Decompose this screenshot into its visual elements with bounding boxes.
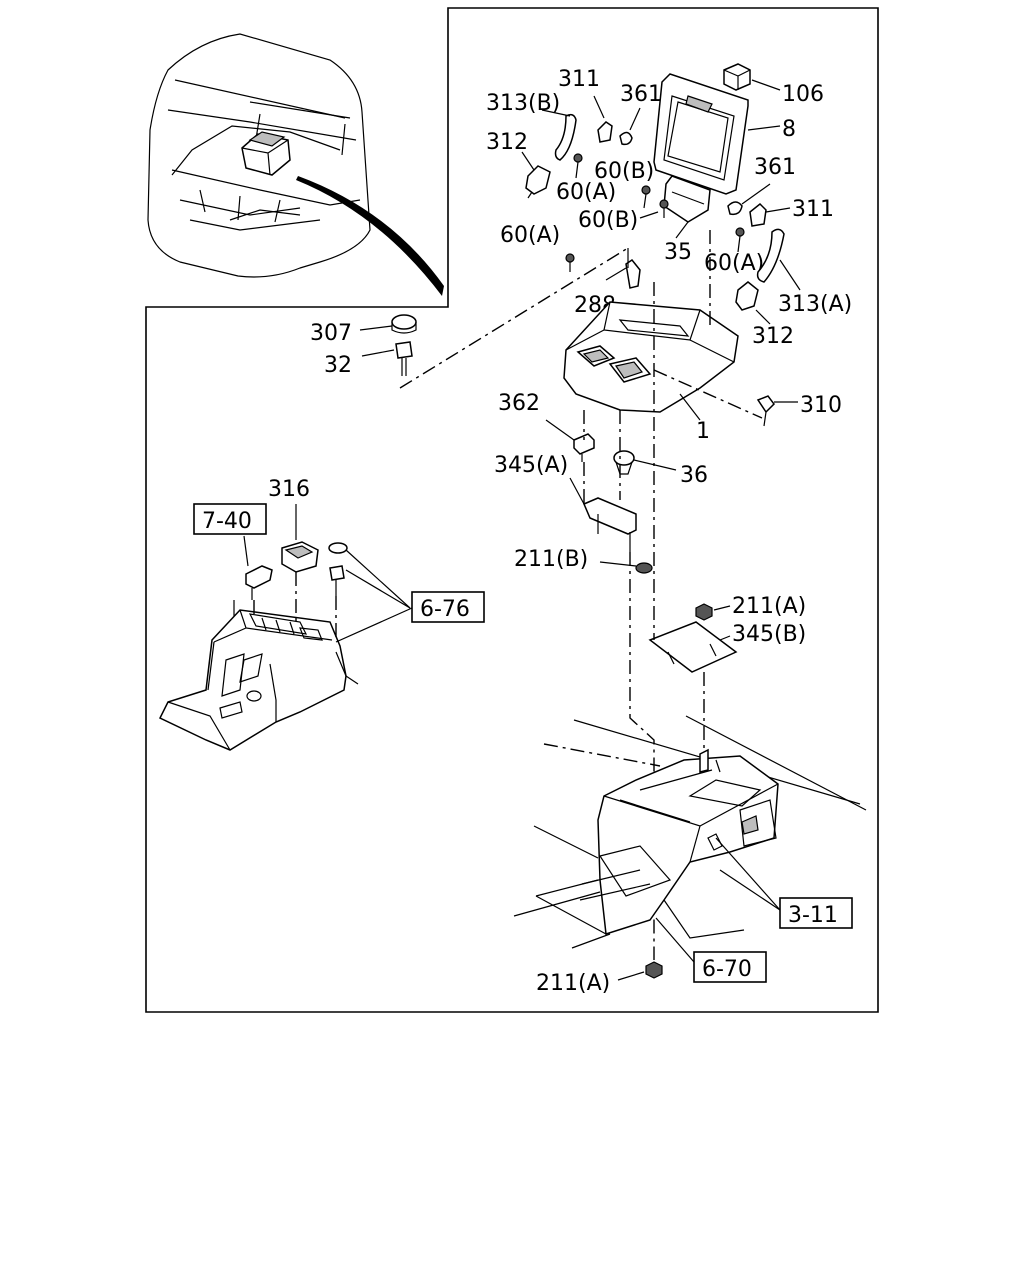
floor-console-lower bbox=[513, 715, 867, 949]
callout-361-top: 361 bbox=[620, 82, 662, 107]
part-1-overhead-console bbox=[563, 301, 739, 421]
callout-316: 316 bbox=[268, 477, 310, 502]
callout-60a-1: 60(A) bbox=[556, 180, 616, 205]
ref-6-76-label: 6-76 bbox=[420, 597, 470, 622]
ref-6-70-label: 6-70 bbox=[702, 957, 752, 982]
ref-3-11-label: 3-11 bbox=[788, 903, 838, 928]
ref-box-7-40[interactable]: 7-40 bbox=[193, 503, 267, 535]
callout-60a-3: 60(A) bbox=[500, 223, 560, 248]
ref-box-3-11[interactable]: 3-11 bbox=[779, 897, 853, 929]
ref-box-6-70[interactable]: 6-70 bbox=[693, 951, 767, 983]
callout-211a-1: 211(A) bbox=[732, 594, 806, 619]
ref-box-6-76[interactable]: 6-76 bbox=[411, 591, 485, 623]
part-361-clip-right bbox=[727, 183, 771, 216]
part-60a-screw-1 bbox=[573, 153, 583, 179]
callout-60b-2: 60(B) bbox=[578, 208, 638, 233]
part-211b-nut bbox=[599, 561, 653, 574]
callout-362: 362 bbox=[498, 391, 540, 416]
ref-7-40-label: 7-40 bbox=[202, 509, 252, 534]
callout-32: 32 bbox=[324, 353, 352, 378]
callout-60b-1: 60(B) bbox=[594, 159, 654, 184]
callout-312-top: 312 bbox=[486, 130, 528, 155]
callout-106: 106 bbox=[782, 82, 824, 107]
leader-6-70 bbox=[655, 917, 695, 963]
part-60a-screw-2 bbox=[735, 227, 745, 253]
callout-313a: 313(A) bbox=[778, 292, 852, 317]
callout-311-right: 311 bbox=[792, 197, 834, 222]
part-288-bracket bbox=[605, 258, 641, 289]
part-312-hook-top bbox=[521, 151, 551, 199]
part-36-clip bbox=[613, 450, 677, 475]
part-312-hook-right bbox=[735, 281, 771, 325]
part-211a-nut-1 bbox=[695, 603, 731, 621]
callout-1: 1 bbox=[696, 419, 710, 444]
cab-overview-inset bbox=[147, 33, 444, 296]
part-211a-nut-2 bbox=[617, 961, 663, 981]
callout-311-top: 311 bbox=[558, 67, 600, 92]
part-311-bracket-top bbox=[593, 95, 613, 143]
callout-35: 35 bbox=[664, 240, 692, 265]
diagram-frame bbox=[145, 7, 879, 1013]
callout-361-right: 361 bbox=[754, 155, 796, 180]
part-311-bracket-right bbox=[749, 202, 791, 227]
callout-345a: 345(A) bbox=[494, 453, 568, 478]
guide-line-1 bbox=[399, 247, 629, 389]
callout-8: 8 bbox=[782, 117, 796, 142]
part-60b-screw-2 bbox=[639, 199, 669, 219]
part-362-stop bbox=[545, 419, 595, 462]
callout-313b: 313(B) bbox=[486, 91, 560, 116]
part-361-clip-top bbox=[619, 107, 641, 146]
part-345a-bracket bbox=[569, 477, 637, 552]
part-32-bolt bbox=[361, 341, 413, 376]
part-106-clip bbox=[723, 63, 781, 91]
part-313a-grab-strap bbox=[756, 228, 801, 291]
callout-60a-2: 60(A) bbox=[704, 251, 764, 276]
guide-line-5 bbox=[653, 369, 763, 419]
callout-345b: 345(B) bbox=[732, 622, 806, 647]
callout-307: 307 bbox=[310, 321, 352, 346]
callout-211b: 211(B) bbox=[514, 547, 588, 572]
part-7-40-bezel bbox=[243, 535, 273, 600]
callout-310: 310 bbox=[800, 393, 842, 418]
part-313b-grab-strap bbox=[541, 109, 577, 161]
part-316-switch bbox=[281, 504, 319, 573]
inset-pointer bbox=[296, 176, 444, 296]
part-8-bezel bbox=[653, 73, 781, 195]
part-60b-screw-1 bbox=[641, 185, 651, 209]
part-307-cap bbox=[359, 314, 417, 334]
callout-312-right: 312 bbox=[752, 324, 794, 349]
leader-3-11 bbox=[715, 837, 781, 911]
part-6-76-fastener bbox=[328, 542, 411, 609]
part-310-clip bbox=[756, 395, 798, 427]
part-60a-screw-3 bbox=[565, 253, 575, 272]
part-345b-plate bbox=[648, 621, 738, 673]
left-floor-console bbox=[158, 572, 359, 751]
callout-211a-2: 211(A) bbox=[536, 971, 610, 996]
leader-6-76-console bbox=[335, 607, 413, 643]
callout-36: 36 bbox=[680, 463, 708, 488]
